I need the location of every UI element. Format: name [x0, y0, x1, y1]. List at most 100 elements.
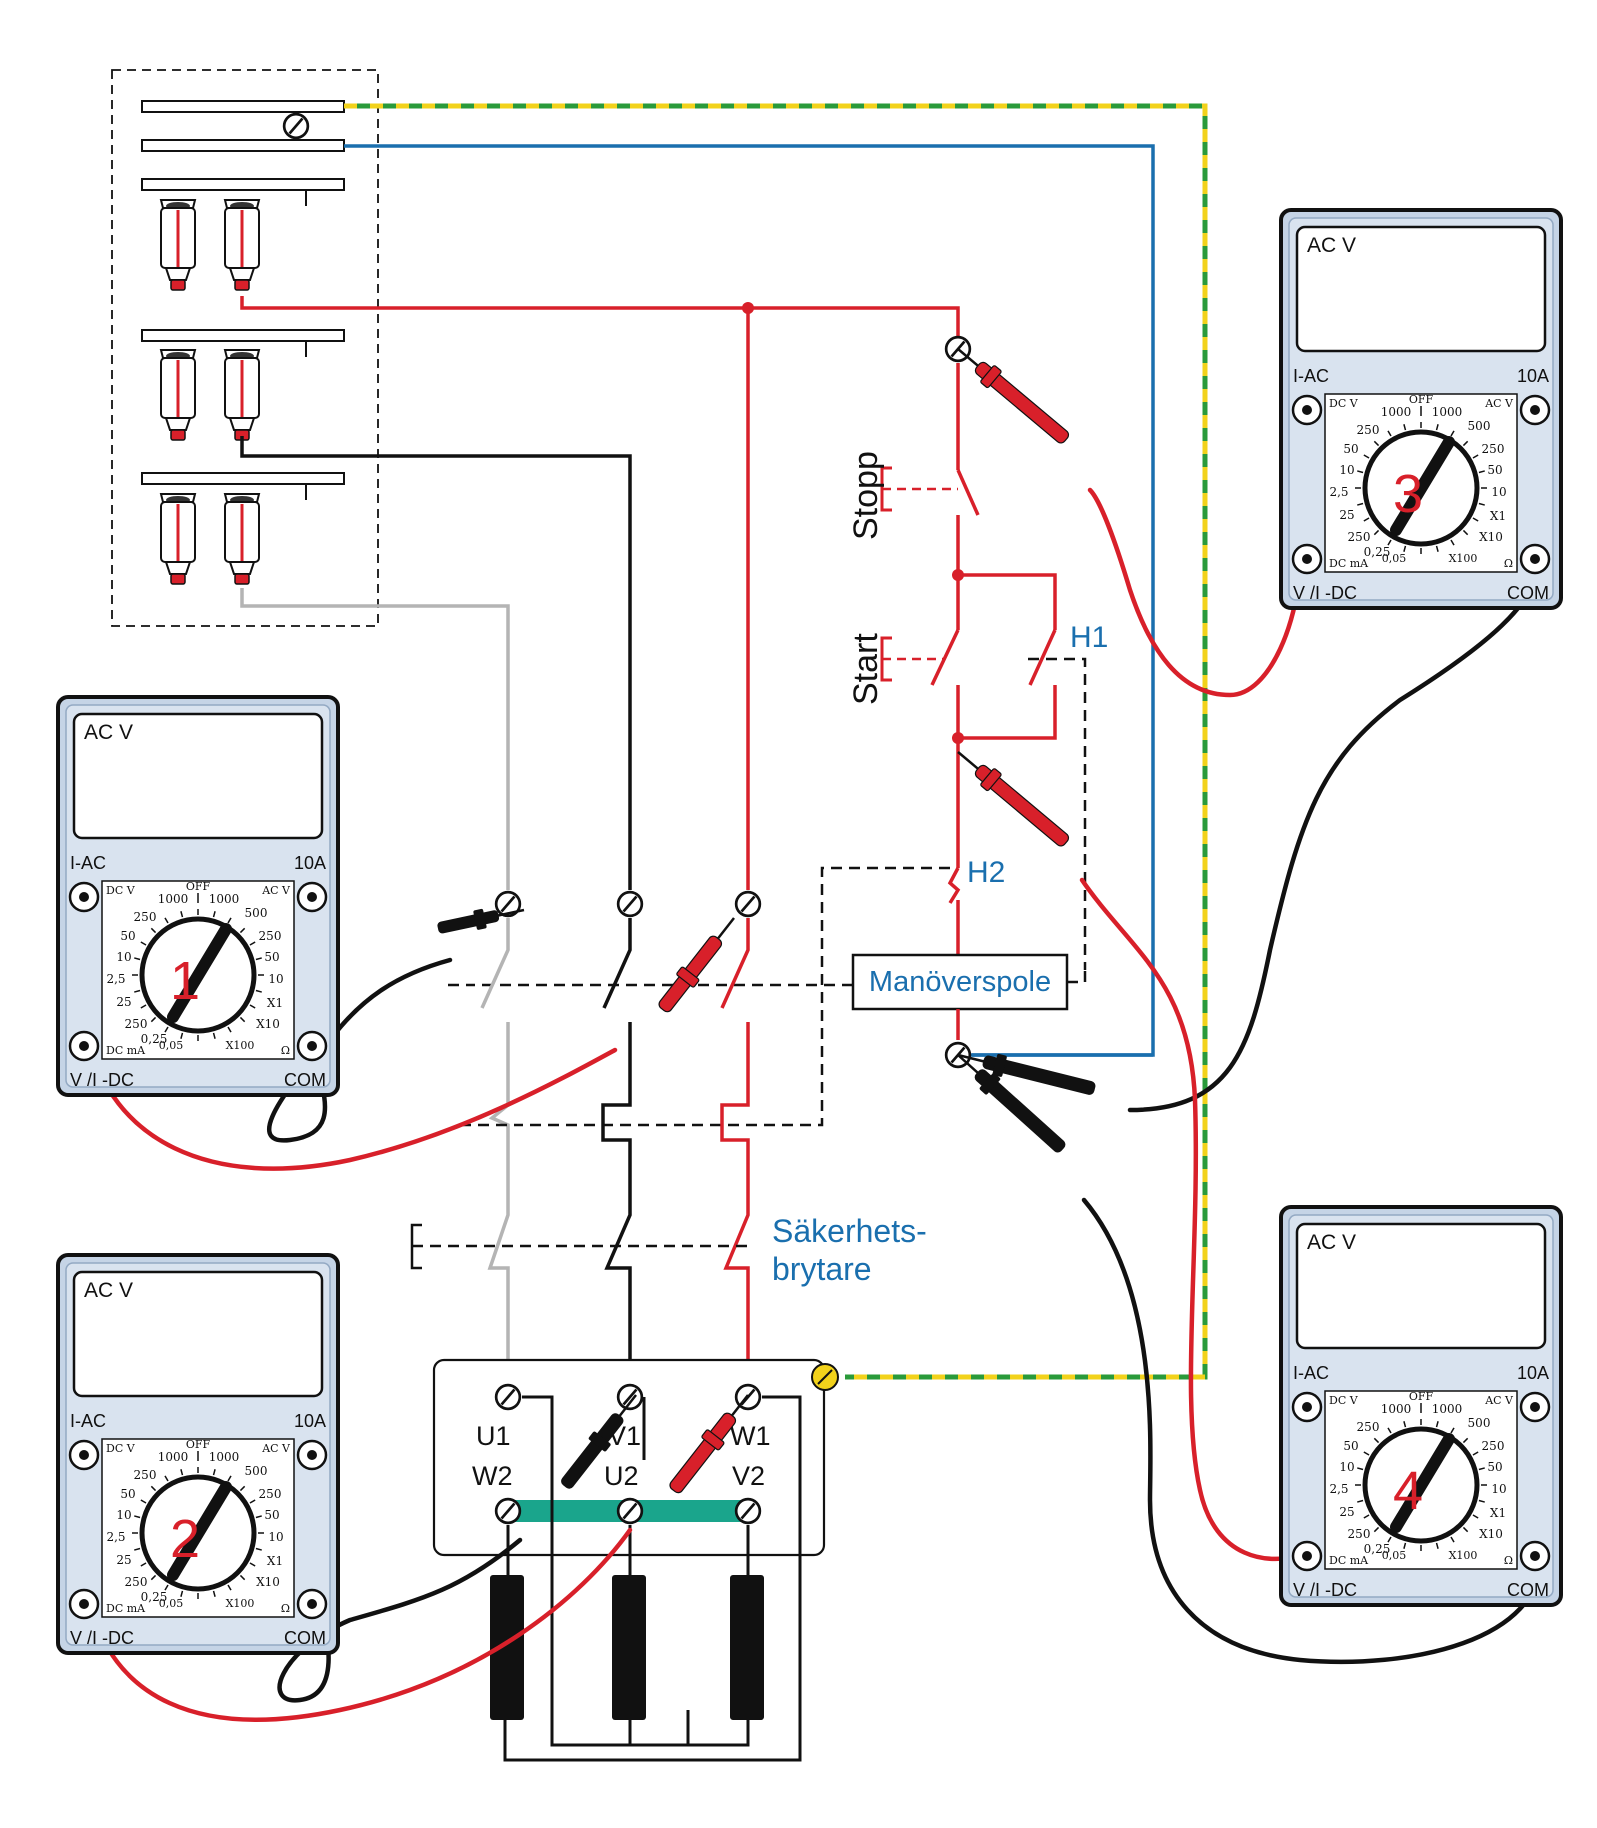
meter-number: 4	[1393, 1461, 1423, 1521]
supply-wiring	[240, 103, 1208, 1380]
scale-right-5: X1	[1490, 1506, 1506, 1520]
scale-left-3: 10	[116, 950, 131, 964]
i-ac-label: I-AC	[1293, 1363, 1329, 1383]
scale-right-2: 250	[1482, 442, 1505, 456]
dc-ma-label: DC mA	[1329, 1554, 1369, 1567]
h2-contact	[947, 867, 961, 904]
l2-wire	[240, 436, 632, 890]
v-dc-label: V /I -DC	[1293, 1580, 1357, 1600]
neutral-busbar	[141, 139, 345, 152]
probe-m2-red	[669, 1394, 749, 1494]
knob-pointer	[1390, 1433, 1455, 1533]
scale-bottom-left: 0,05	[159, 1039, 184, 1052]
meter-display	[1295, 225, 1547, 353]
scale-right-6: X10	[256, 1575, 280, 1589]
off-label: OFF	[186, 880, 211, 893]
scale-left-6: 250	[1348, 530, 1371, 544]
scale-left-1: 250	[1357, 423, 1380, 437]
winding-2	[612, 1575, 646, 1720]
scale-right-6: X10	[1479, 1527, 1503, 1541]
ac-v-label: AC V	[261, 884, 291, 897]
earth-busbar-screw	[282, 112, 310, 140]
scale-left-3: 10	[1339, 1460, 1354, 1474]
coil-box	[851, 953, 1069, 1011]
label-w1: W1	[730, 1421, 771, 1451]
lead-m1-v	[85, 1033, 618, 1171]
scale-right-5: X1	[1490, 509, 1506, 523]
lead-m2-com	[277, 1537, 523, 1703]
contactor-terminal-l1	[734, 890, 762, 918]
scale-left-1: 250	[1357, 1420, 1380, 1434]
probe-m4-red	[957, 751, 1070, 847]
contactor-terminal-l2	[616, 890, 644, 918]
com-label: COM	[1507, 1580, 1549, 1600]
dc-ma-label: DC mA	[106, 1044, 146, 1057]
scale-right-5: X1	[267, 1554, 283, 1568]
scale-left-4: 2,5	[106, 1530, 125, 1544]
fuse-l1a	[159, 198, 197, 292]
probe-m3-black	[957, 1053, 1096, 1095]
scale-bottom-right: X100	[1449, 552, 1478, 565]
dc-v-label: DC V	[106, 1442, 136, 1455]
scale-bottom-right: X100	[1449, 1549, 1478, 1562]
scale-left-0: 1000	[1381, 405, 1412, 419]
contactor	[410, 890, 762, 1363]
label-w2: W2	[472, 1461, 513, 1491]
scale-bottom-right: X100	[226, 1597, 255, 1610]
scale-left-7: 0,25	[1364, 1542, 1391, 1556]
ac-v-label: AC V	[261, 1442, 291, 1455]
scale-left-6: 250	[1348, 1527, 1371, 1541]
scale-left-4: 2,5	[1329, 1482, 1348, 1496]
dc-v-label: DC V	[106, 884, 136, 897]
h2-label: H2	[967, 856, 1005, 889]
l3-wire	[240, 588, 510, 890]
i-ac-label: I-AC	[70, 853, 106, 873]
scale-left-0: 1000	[158, 892, 189, 906]
off-label: OFF	[1409, 393, 1434, 406]
scale-right-2: 250	[1482, 1439, 1505, 1453]
fuse-l3a	[159, 492, 197, 586]
display-label: AC V	[84, 1279, 133, 1302]
scale-right-3: 50	[1487, 1460, 1502, 1474]
fuse-l3	[223, 492, 261, 586]
probe-m3-red	[957, 348, 1070, 444]
winding-3	[730, 1575, 764, 1720]
v-dc-label: V /I -DC	[70, 1628, 134, 1648]
knob-pointer	[167, 1481, 232, 1581]
scale-right-4: 10	[268, 1530, 283, 1544]
scale-right-0: 1000	[209, 1450, 240, 1464]
scale-right-2: 250	[259, 929, 282, 943]
scale-right-0: 1000	[1432, 1402, 1463, 1416]
off-label: OFF	[1409, 1390, 1434, 1403]
scale-left-5: 25	[1339, 1505, 1354, 1519]
terminal-u1	[494, 1383, 522, 1411]
label-u2: U2	[604, 1461, 639, 1491]
fuse-rail-1	[141, 178, 345, 191]
safety-breaker-label-1: Säkerhets-	[772, 1213, 927, 1249]
scale-right-6: X10	[1479, 530, 1503, 544]
scale-left-6: 250	[125, 1575, 148, 1589]
fuse-panel	[111, 69, 379, 627]
meter-display	[72, 1270, 324, 1398]
scale-left-3: 10	[1339, 463, 1354, 477]
terminal-v2	[734, 1497, 762, 1525]
display-label: AC V	[84, 721, 133, 744]
scale-left-5: 25	[116, 995, 131, 1009]
scale-right-1: 500	[245, 906, 268, 920]
dc-ma-label: DC mA	[106, 1602, 146, 1615]
scale-left-1: 250	[134, 1468, 157, 1482]
meter-display	[72, 712, 324, 840]
coil-label: Manöverspole	[869, 966, 1051, 998]
probe-m2-black	[561, 1394, 637, 1489]
fuse-rail-2	[141, 329, 345, 342]
scale-left-4: 2,5	[1329, 485, 1348, 499]
scale-right-4: 10	[1491, 485, 1506, 499]
scale-left-2: 50	[120, 929, 135, 943]
start-contact	[930, 629, 960, 686]
fuse-l1	[223, 198, 261, 292]
scale-left-2: 50	[1343, 1439, 1358, 1453]
